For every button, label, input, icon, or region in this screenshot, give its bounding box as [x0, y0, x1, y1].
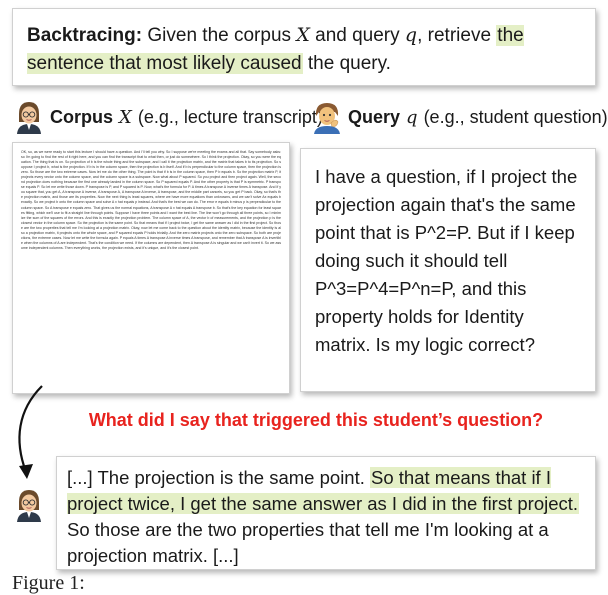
answer-text: [...] The projection is the same point. … [67, 467, 580, 566]
teacher-avatar-icon [17, 490, 41, 522]
definition-text: Backtracing: Given the corpus X and quer… [27, 24, 524, 74]
query-text: I have a question, if I project the proj… [315, 166, 578, 355]
figure-caption: Figure 1: [12, 572, 85, 594]
definition-box: Backtracing: Given the corpus X and quer… [12, 8, 596, 86]
query-label: Query [348, 106, 401, 127]
definition-label: Backtracing: [27, 25, 143, 46]
corpus-box: OK, so, as we were ready to start this l… [12, 142, 290, 394]
var-query: q [404, 24, 418, 46]
corpus-label: Corpus [50, 106, 113, 127]
query-var: q [406, 106, 418, 128]
corpus-var: X [119, 106, 132, 128]
prompt-question: What did I say that triggered this stude… [88, 410, 544, 430]
corpus-example: (e.g., lecture transcript) [137, 106, 323, 127]
query-example: (e.g., student question) [423, 106, 608, 127]
corpus-transcript: OK, so, as we were ready to start this l… [21, 150, 281, 250]
corpus-header: Corpus X (e.g., lecture transcript) [14, 100, 323, 134]
query-header: Query q (e.g., student question) [312, 100, 608, 134]
curved-arrow [18, 385, 43, 479]
query-box: I have a question, if I project the proj… [300, 148, 596, 392]
answer-box: [...] The projection is the same point. … [56, 456, 596, 570]
var-corpus: X [296, 24, 310, 46]
student-avatar-icon [314, 103, 340, 134]
teacher-avatar-icon [17, 102, 41, 134]
